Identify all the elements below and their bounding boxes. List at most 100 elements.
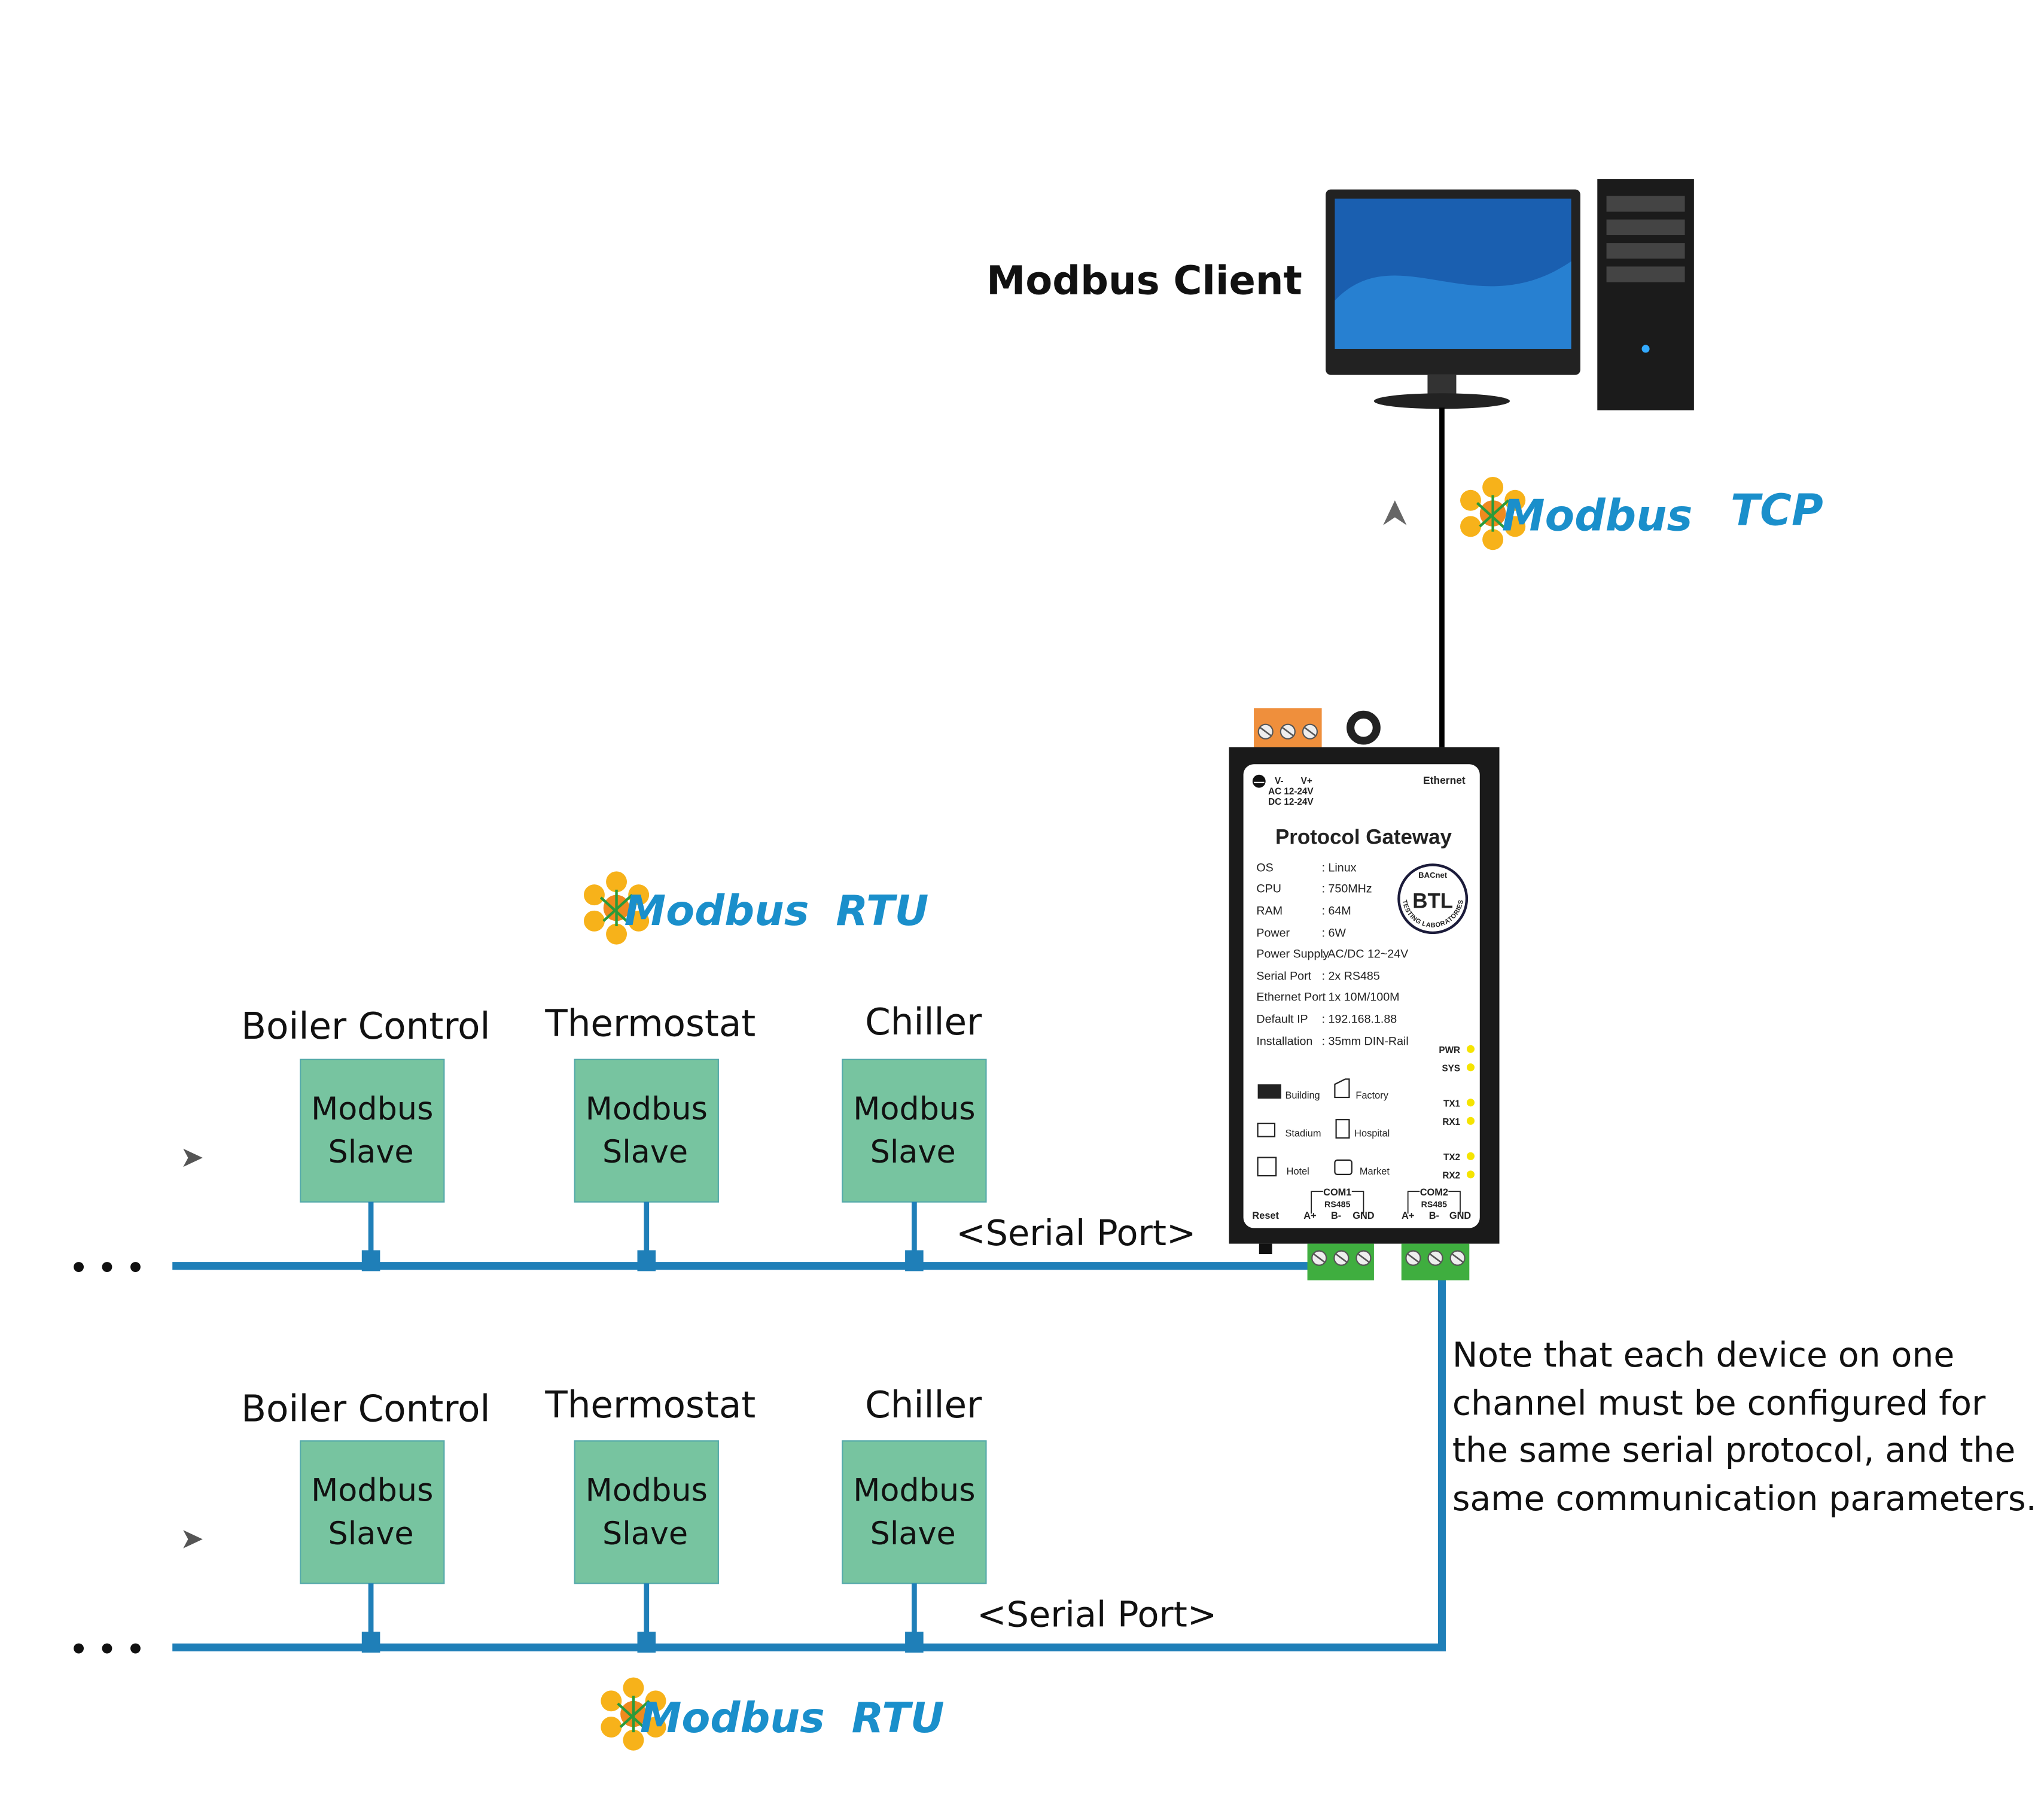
- modbus-tcp-logo: Modbus TCP: [1460, 477, 1823, 550]
- svg-text:V-: V-: [1275, 776, 1283, 786]
- svg-text:RX1: RX1: [1442, 1117, 1460, 1127]
- slave-device-boiler-control: Boiler Control Modbus Slave: [241, 1388, 491, 1653]
- svg-text:Power Supply: Power Supply: [1256, 947, 1329, 960]
- svg-text:AC 12-24V: AC 12-24V: [1268, 787, 1314, 797]
- ellipsis: • • •: [69, 1251, 145, 1285]
- svg-text:Ethernet: Ethernet: [1423, 774, 1466, 786]
- svg-text:: 35mm DIN-Rail: : 35mm DIN-Rail: [1322, 1035, 1409, 1048]
- svg-text:RAM: RAM: [1256, 904, 1283, 917]
- svg-text:A+: A+: [1303, 1210, 1316, 1221]
- svg-text:Modbus: Modbus: [311, 1091, 433, 1127]
- svg-text:TX2: TX2: [1443, 1152, 1460, 1163]
- svg-text:same communication parameters.: same communication parameters.: [1452, 1479, 2037, 1519]
- svg-text:Factory: Factory: [1355, 1090, 1388, 1101]
- rs485-bus-2: [172, 1277, 1446, 1651]
- svg-text:: 64M: : 64M: [1322, 904, 1351, 917]
- modbus-rtu-logo-top: Modbus RTU: [584, 871, 928, 944]
- svg-text:: 750MHz: : 750MHz: [1322, 882, 1372, 895]
- svg-text:A+: A+: [1402, 1210, 1414, 1221]
- factory-icon: [1334, 1078, 1350, 1099]
- svg-text:OS: OS: [1256, 861, 1273, 874]
- svg-text:Slave: Slave: [602, 1516, 688, 1552]
- svg-text:CPU: CPU: [1256, 882, 1281, 895]
- svg-text:B-: B-: [1331, 1210, 1341, 1221]
- svg-text:Modbus: Modbus: [1502, 490, 1693, 540]
- svg-text:COM1: COM1: [1323, 1187, 1351, 1198]
- arrow-up-icon: [1383, 500, 1407, 525]
- svg-text:RS485: RS485: [1324, 1200, 1350, 1209]
- svg-text:PWR: PWR: [1439, 1045, 1460, 1055]
- com2-terminal: [1401, 1243, 1470, 1280]
- hotel-icon: [1257, 1157, 1277, 1177]
- svg-text:Installation: Installation: [1256, 1035, 1312, 1048]
- slave-device-boiler-control: Boiler Control Modbus Slave: [241, 1005, 491, 1271]
- svg-text:Ethernet Port: Ethernet Port: [1256, 990, 1326, 1003]
- svg-text:DC 12-24V: DC 12-24V: [1268, 797, 1314, 807]
- svg-text:: AC/DC 12~24V: : AC/DC 12~24V: [1322, 947, 1409, 960]
- svg-text:: 2x RS485: : 2x RS485: [1322, 970, 1380, 983]
- stadium-icon: [1257, 1122, 1276, 1137]
- note-text: Note that each device on one channel mus…: [1452, 1335, 2037, 1519]
- reset-button: [1259, 1243, 1272, 1255]
- ellipsis: • • •: [69, 1633, 145, 1666]
- svg-text:Default IP: Default IP: [1256, 1013, 1308, 1026]
- serial-port-label: <Serial Port>: [956, 1212, 1196, 1254]
- serial-port-label: <Serial Port>: [977, 1593, 1217, 1635]
- svg-text:SYS: SYS: [1442, 1063, 1460, 1073]
- arrow-right-icon: ➤: [180, 1140, 204, 1174]
- svg-text:Power: Power: [1256, 927, 1290, 940]
- channel-1: • • • ➤ Boiler Control Modbus Slave Ther…: [69, 1001, 1196, 1285]
- com1-terminal: [1307, 1243, 1374, 1280]
- mounting-ring: [1347, 710, 1381, 745]
- svg-text:Slave: Slave: [328, 1516, 414, 1552]
- btl-logo: BACnet BTL TESTING LABORATORIES: [1397, 863, 1469, 935]
- modbus-rtu-logo-bottom: Modbus RTU: [601, 1677, 945, 1750]
- computer-tower-icon: [1597, 179, 1694, 410]
- svg-text:the same serial protocol, and: the same serial protocol, and the: [1452, 1431, 2015, 1470]
- svg-text:Stadium: Stadium: [1285, 1128, 1321, 1139]
- svg-text:Slave: Slave: [328, 1134, 414, 1170]
- svg-text:RS485: RS485: [1421, 1200, 1447, 1209]
- svg-text:Boiler Control: Boiler Control: [241, 1005, 490, 1048]
- monitor-icon: [1326, 189, 1580, 409]
- svg-text:Market: Market: [1360, 1166, 1390, 1177]
- svg-text:: Linux: : Linux: [1322, 861, 1357, 874]
- svg-text:COM2: COM2: [1420, 1187, 1448, 1198]
- svg-text:Modbus: Modbus: [586, 1091, 708, 1127]
- svg-text:Slave: Slave: [870, 1134, 956, 1170]
- svg-text:GND: GND: [1352, 1210, 1375, 1221]
- arrow-right-icon: ➤: [180, 1522, 204, 1555]
- led-panel: PWR SYS TX1 RX1 TX2 RX2: [1439, 1045, 1475, 1181]
- reset-label: Reset: [1252, 1210, 1279, 1221]
- slave-device-thermostat: Thermostat Modbus Slave: [544, 1384, 756, 1653]
- svg-text:channel must be configured for: channel must be configured for: [1452, 1384, 1986, 1423]
- svg-text:Modbus: Modbus: [625, 887, 809, 935]
- slave-device-chiller: Chiller Modbus Slave: [842, 1384, 987, 1653]
- svg-text:Modbus: Modbus: [640, 1694, 825, 1742]
- svg-text:: 192.168.1.88: : 192.168.1.88: [1322, 1013, 1397, 1026]
- slave-device-thermostat: Thermostat Modbus Slave: [544, 1002, 756, 1271]
- svg-text:Note that each device on one: Note that each device on one: [1452, 1335, 1954, 1375]
- svg-text:Chiller: Chiller: [865, 1384, 982, 1426]
- protocol-gateway-device: V- V+ AC 12-24V DC 12-24V Ethernet Proto…: [1229, 708, 1500, 1255]
- svg-text:: 6W: : 6W: [1322, 927, 1347, 940]
- svg-text:BTL: BTL: [1412, 889, 1453, 912]
- svg-text:Thermostat: Thermostat: [544, 1384, 756, 1426]
- svg-text:Chiller: Chiller: [865, 1001, 982, 1043]
- svg-text:Modbus: Modbus: [586, 1472, 708, 1509]
- svg-text:: 1x 10M/100M: : 1x 10M/100M: [1322, 990, 1400, 1003]
- svg-text:Slave: Slave: [602, 1134, 688, 1170]
- svg-text:RX2: RX2: [1442, 1170, 1460, 1181]
- application-icons: Building Factory Stadium Hospital Hotel …: [1257, 1078, 1390, 1177]
- svg-text:Modbus: Modbus: [853, 1091, 975, 1127]
- svg-text:Thermostat: Thermostat: [544, 1002, 756, 1045]
- svg-text:GND: GND: [1449, 1210, 1472, 1221]
- svg-text:Building: Building: [1285, 1090, 1320, 1101]
- hospital-icon: [1335, 1119, 1350, 1139]
- svg-text:TCP: TCP: [1731, 485, 1823, 536]
- market-icon: [1334, 1159, 1352, 1175]
- gateway-title: Protocol Gateway: [1275, 825, 1452, 848]
- svg-text:V+: V+: [1301, 776, 1312, 786]
- svg-text:Hospital: Hospital: [1354, 1128, 1390, 1139]
